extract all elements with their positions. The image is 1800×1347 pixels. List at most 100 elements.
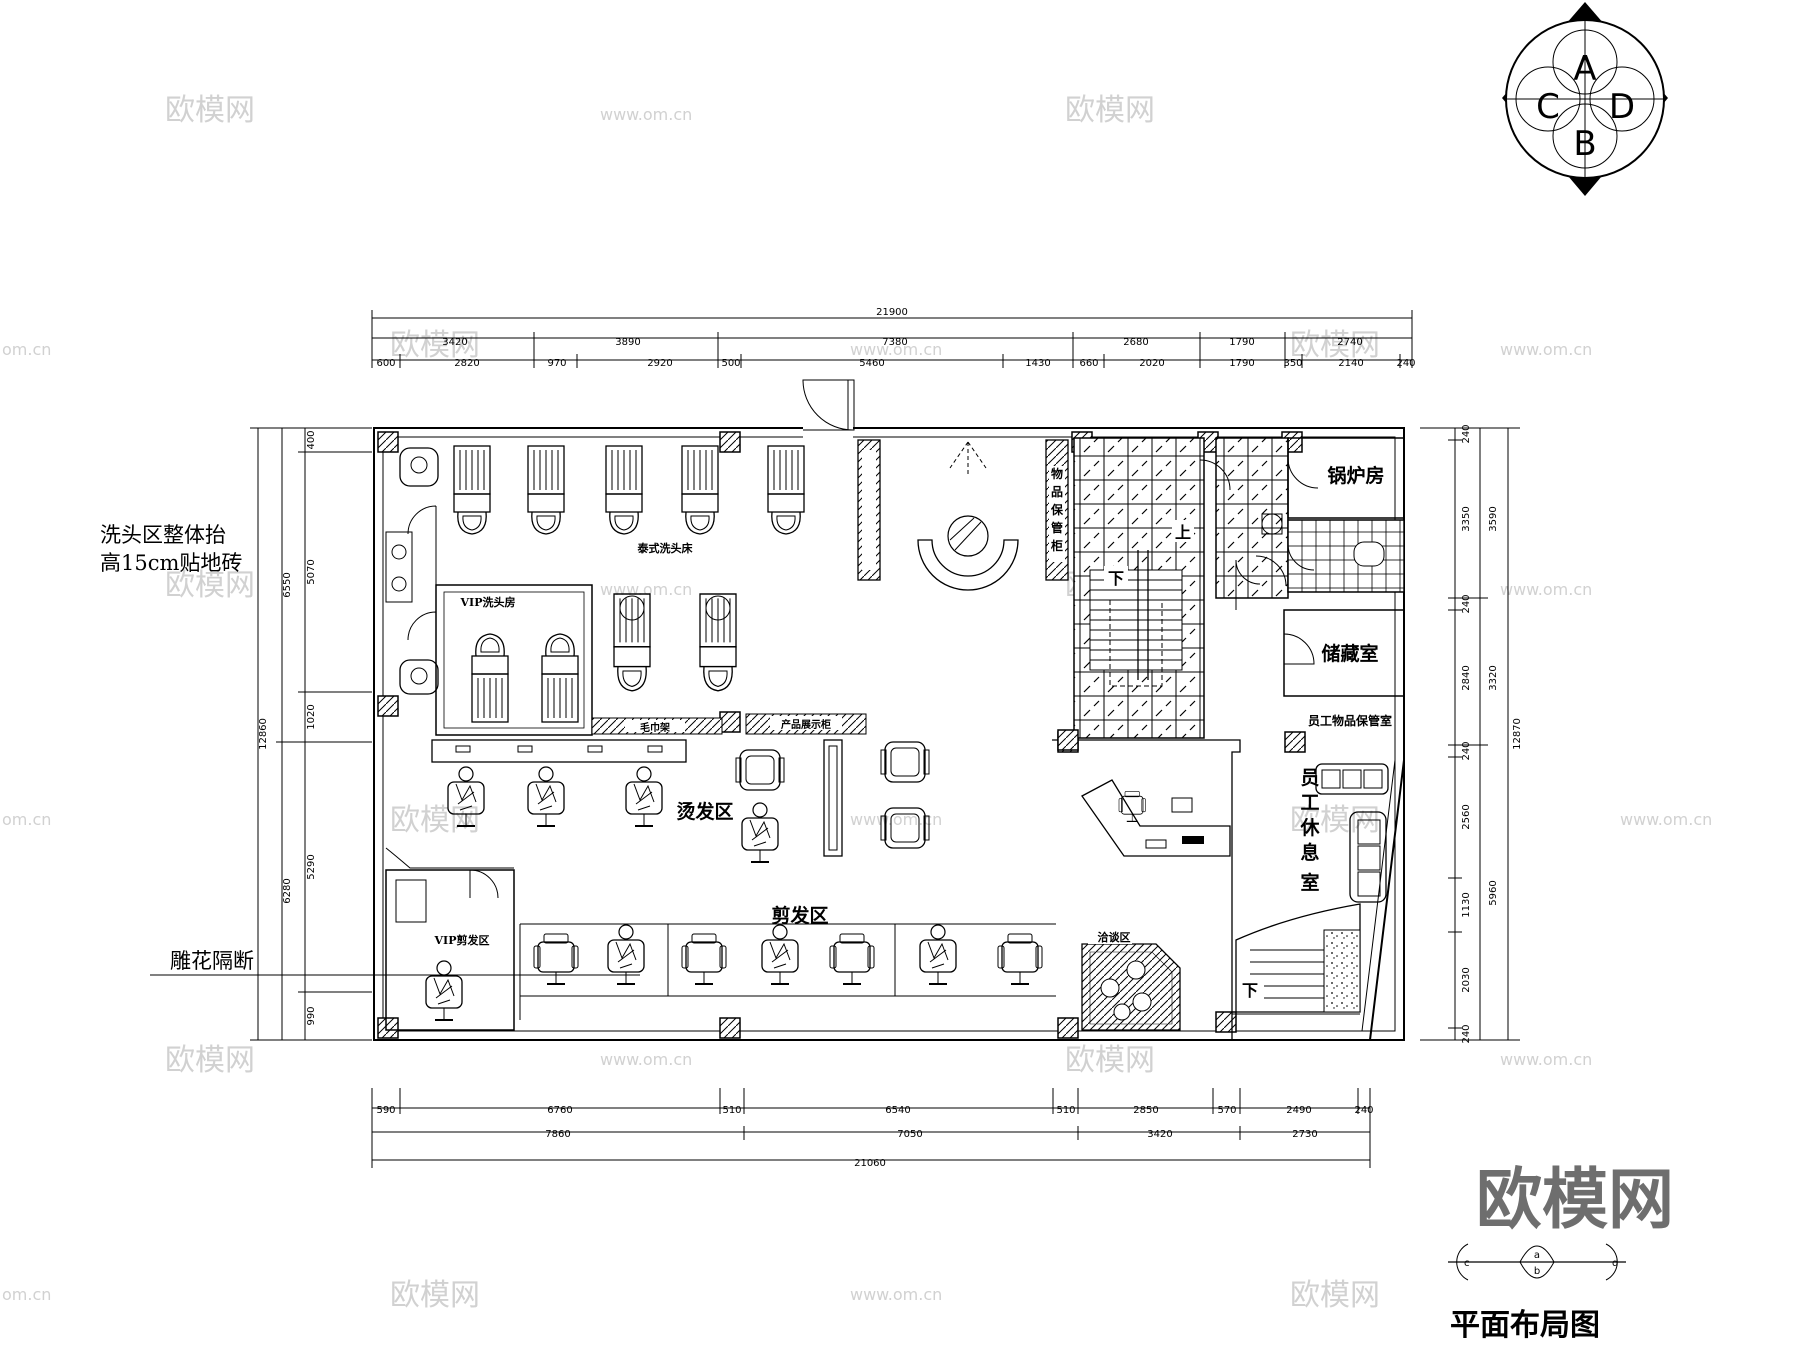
dim-top-row1: 3420: [442, 337, 467, 348]
label-staff-rest: 休: [1299, 817, 1320, 839]
dim-bottom-row2: 2730: [1292, 1129, 1317, 1140]
perm-area: 烫发区: [447, 741, 930, 863]
brand-logo: 欧模网: [1476, 1161, 1674, 1238]
label-stair-down: 下: [1108, 569, 1124, 588]
label-stair-down-2: 下: [1242, 981, 1258, 1000]
dim-left-mid: 6280: [282, 878, 293, 903]
dim-right-inner: 2840: [1461, 665, 1472, 690]
dim-top-row2: 2140: [1338, 358, 1363, 369]
dim-right-inner: 1130: [1461, 892, 1472, 917]
dim-top-row2: 970: [547, 358, 566, 369]
watermark-url: www.om.cn: [600, 1050, 692, 1069]
dim-right-mid: 3590: [1488, 506, 1499, 531]
label-item-cabinet: 柜: [1050, 538, 1063, 553]
dim-bottom-row1: 510: [1056, 1105, 1075, 1116]
watermark-logo: 欧模网: [390, 328, 480, 363]
legend-right-letter: d: [1612, 1258, 1618, 1269]
dim-left-total: 12860: [258, 718, 269, 750]
dim-top-row2: 350: [1283, 358, 1302, 369]
note-wash-raise-line2: 高15cm贴地砖: [100, 551, 242, 575]
left-dimension-chain: [250, 427, 372, 1041]
dim-bottom-row1: 590: [376, 1105, 395, 1116]
label-storage-room: 储藏室: [1321, 642, 1378, 665]
label-cut-area: 剪发区: [771, 904, 828, 927]
label-item-cabinet: 物: [1051, 466, 1063, 481]
watermark-logo: 欧模网: [1065, 1043, 1155, 1078]
watermark-url: www.om.cn: [1500, 340, 1592, 359]
stairwell: 下 上: [1052, 437, 1241, 1040]
label-product-display: 产品展示柜: [781, 718, 831, 731]
label-item-cabinet: 保: [1050, 502, 1064, 517]
dim-bottom-row1: 6540: [885, 1105, 910, 1116]
compass-letter-b: B: [1573, 124, 1596, 164]
dim-bottom-row2: 7050: [897, 1129, 922, 1140]
dim-right-inner: 2030: [1461, 967, 1472, 992]
right-dimension-chain: [1420, 427, 1520, 1041]
outer-walls: [373, 379, 1405, 1041]
watermark-url: www.om.cn: [850, 810, 942, 829]
watermark-logo: 欧模网: [390, 1278, 480, 1313]
dim-right-inner: 3350: [1461, 506, 1472, 531]
label-vip-wash-room: VIP洗头房: [460, 595, 516, 609]
dim-right-mid: 5960: [1488, 880, 1499, 905]
dim-bottom-row1: 2850: [1133, 1105, 1158, 1116]
label-boiler-room: 锅炉房: [1327, 464, 1384, 487]
dim-top-row2: 660: [1079, 358, 1098, 369]
plan-title: 平面布局图: [1450, 1308, 1600, 1343]
watermark-url: www.om.cn: [850, 1285, 942, 1304]
dim-top-row2: 1790: [1229, 358, 1254, 369]
note-wash-raise-line1: 洗头区整体抬: [100, 523, 226, 547]
label-staff-locker: 员工物品保管室: [1308, 713, 1392, 728]
dim-right-inner: 2560: [1461, 804, 1472, 829]
watermark-url: om.cn: [2, 340, 51, 359]
talk-area: 洽谈区: [1081, 928, 1181, 1031]
dim-top-row2: 2920: [647, 358, 672, 369]
dim-top-row2: 500: [721, 358, 740, 369]
compass-icon: A B C D: [1502, 2, 1668, 196]
dim-top-row1: 2740: [1337, 337, 1362, 348]
label-thai-wash-bed: 泰式洗头床: [637, 541, 694, 555]
dim-right-inner: 240: [1461, 594, 1472, 613]
dim-bottom-row1: 6760: [547, 1105, 572, 1116]
dim-top-row2: 5460: [859, 358, 884, 369]
watermark-logo: 欧模网: [165, 568, 255, 603]
watermark-logo: 欧模网: [1290, 328, 1380, 363]
dim-right-mid: 3320: [1488, 665, 1499, 690]
dim-top-row1: 2680: [1123, 337, 1148, 348]
label-vip-cut-area: VIP剪发区: [434, 933, 490, 947]
compass-letter-a: A: [1573, 49, 1596, 89]
note-carved-partition: 雕花隔断: [170, 949, 254, 973]
watermark-url: www.om.cn: [1500, 580, 1592, 599]
watermark-url: www.om.cn: [600, 105, 692, 124]
label-towel-shelf: 毛巾架: [640, 721, 670, 734]
dim-top-row1: 3890: [615, 337, 640, 348]
label-item-cabinet: 品: [1051, 485, 1063, 499]
watermark-url: om.cn: [2, 810, 51, 829]
top-dimension-chain: [371, 310, 1413, 368]
back-rooms: 锅炉房 储藏室 员工物品保管室 员 工 休 息 室 下: [1081, 437, 1405, 1015]
bottom-dimension-chain: [371, 1088, 1371, 1168]
cut-area: 剪发区 VIP剪发区: [385, 847, 1056, 1031]
dim-right-total: 12870: [1512, 718, 1523, 750]
watermark-url: om.cn: [2, 1285, 51, 1304]
label-staff-rest: 员: [1300, 767, 1319, 789]
dim-bottom-row2: 7860: [545, 1129, 570, 1140]
dim-bottom-total: 21060: [854, 1158, 886, 1169]
dim-top-row2: 1430: [1025, 358, 1050, 369]
central-fixtures: 物 品 保 管 柜: [431, 439, 1069, 857]
dim-left-inner: 5290: [306, 854, 317, 879]
watermark-logo: 欧模网: [1290, 1278, 1380, 1313]
dim-top-row2: 2020: [1139, 358, 1164, 369]
dim-top-row1: 1790: [1229, 337, 1254, 348]
dim-top-row2: 600: [376, 358, 395, 369]
dim-top-row1: 7380: [882, 337, 907, 348]
compass-letter-d: D: [1609, 87, 1635, 127]
dim-bottom-row1: 570: [1217, 1105, 1236, 1116]
dim-left-inner: 990: [306, 1006, 317, 1025]
dim-left-mid: 6550: [282, 572, 293, 597]
watermark-logo: 欧模网: [1065, 93, 1155, 128]
dim-top-total: 21900: [876, 307, 908, 318]
compass-letter-c: C: [1536, 87, 1560, 127]
label-item-cabinet: 管: [1051, 520, 1063, 535]
